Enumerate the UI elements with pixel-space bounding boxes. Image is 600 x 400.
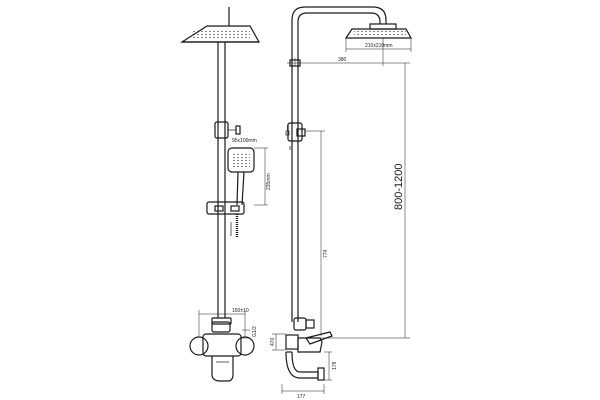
spout-drop-label: 178	[332, 361, 338, 370]
shower-hose	[230, 214, 239, 238]
hand-shower-length-label: 235mm	[266, 173, 272, 190]
diverter-joint	[214, 121, 241, 139]
bath-mixer-side	[285, 317, 333, 381]
side-dimensions	[272, 38, 412, 394]
mixer-depth-label: 470	[270, 337, 276, 346]
spout-reach-label: 177	[297, 394, 306, 400]
inlet-thread-label: G1/2	[252, 326, 258, 337]
bath-mixer	[189, 321, 255, 382]
hand-shower	[227, 147, 255, 206]
rain-shower-head-side	[344, 23, 413, 39]
adjustable-height-label: 800-1200	[393, 164, 405, 211]
arm-reach-label: 380	[338, 57, 347, 63]
front-view	[179, 7, 261, 382]
diverter-icon	[285, 125, 290, 136]
rain-shower-head	[179, 25, 261, 43]
column-height-label: 774	[323, 249, 329, 258]
slide-holder	[206, 201, 245, 215]
diverter-side	[287, 122, 306, 150]
mixer-spacing-label: 150±10	[232, 308, 249, 314]
side-view	[285, 6, 413, 381]
head-size-label: 210x210mm	[365, 43, 393, 49]
hand-shower-size-label: 95x100mm	[232, 138, 257, 144]
front-dimensions	[198, 147, 268, 339]
